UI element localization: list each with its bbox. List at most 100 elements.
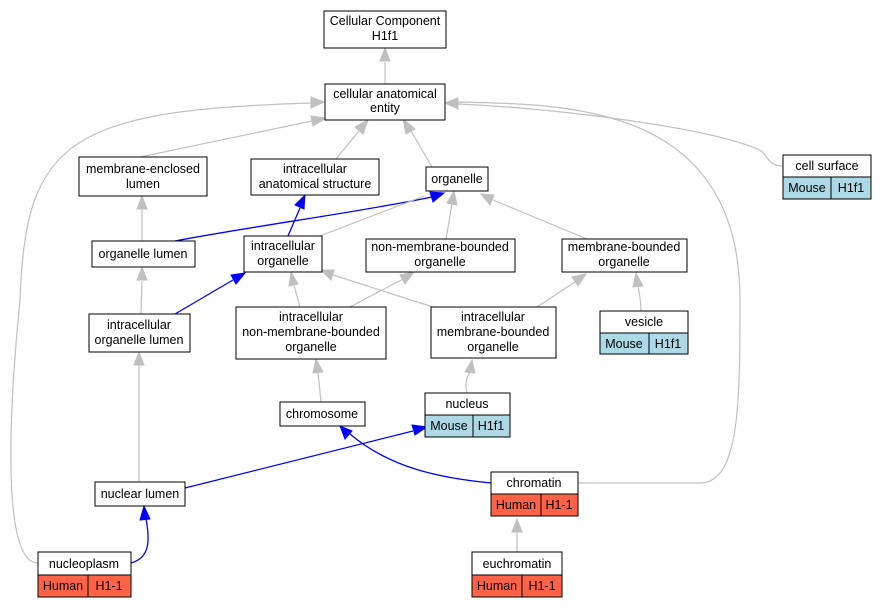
arrowhead (354, 118, 369, 135)
edge-iol-to-ol (140, 280, 143, 315)
node-label: organelle lumen (99, 247, 188, 261)
gene-tag (830, 176, 872, 200)
arrowhead (230, 272, 247, 285)
node-label: organelle (257, 254, 308, 268)
node-label: intracellular (279, 310, 343, 324)
node-cell-surface[interactable]: cell surface Mouse H1f1 (782, 154, 872, 200)
node-nuclear-lumen[interactable]: nuclear lumen (94, 481, 186, 507)
arrowhead (133, 350, 145, 366)
gene-tag (87, 574, 132, 598)
node-label: organelle lumen (95, 333, 184, 347)
arrowhead (464, 358, 476, 374)
node-intracellular-non-membrane-bounded-organelle[interactable]: intracellular non-membrane-bounded organ… (235, 306, 387, 360)
tag-label: Human (477, 579, 517, 593)
arrowhead (411, 424, 429, 436)
node-label: non-membrane-bounded (242, 325, 380, 339)
edge-chromatin-to-cae (457, 101, 741, 484)
arrowhead (288, 270, 299, 287)
nodes: Cellular Component H1f1 cellular anatomi… (37, 10, 872, 598)
edge-nl-to-nucleus (184, 430, 414, 489)
node-root[interactable]: Cellular Component H1f1 (323, 10, 447, 49)
node-non-membrane-bounded-organelle[interactable]: non-membrane-bounded organelle (365, 238, 516, 273)
node-cellular-anatomical-entity[interactable]: cellular anatomical entity (324, 83, 446, 121)
edge-mel-to-cae (139, 120, 313, 158)
node-label: intracellular (461, 310, 525, 324)
arrowhead (632, 271, 644, 288)
edge-organelle-to-cae (410, 130, 433, 168)
node-label: euchromatin (483, 557, 552, 571)
node-label: membrane-enclosed (86, 162, 200, 176)
edge-mbo-to-organelle (492, 199, 588, 240)
edge-iol-to-io (174, 279, 234, 315)
node-organelle-lumen[interactable]: organelle lumen (91, 240, 196, 268)
node-euchromatin[interactable]: euchromatin Human H1-1 (471, 551, 563, 598)
node-membrane-enclosed-lumen[interactable]: membrane-enclosed lumen (78, 156, 208, 197)
edge-nucleoplasm-to-cae (10, 102, 313, 564)
node-label: Cellular Component (330, 14, 441, 28)
node-intracellular-anatomical-structure[interactable]: intracellular anatomical structure (250, 158, 380, 196)
node-label: organelle (598, 255, 649, 269)
node-nucleoplasm[interactable]: nucleoplasm Human H1-1 (37, 551, 132, 598)
tag-label: Mouse (430, 419, 468, 433)
node-label: lumen (126, 177, 160, 191)
tag-label: Mouse (605, 337, 643, 351)
node-label: organelle (431, 172, 482, 186)
edge-nucleus-to-imbo (465, 371, 471, 394)
tag-label: Mouse (788, 181, 826, 195)
edge-nmbo-to-organelle (445, 203, 453, 240)
edge-chromosome-to-inmbo (317, 371, 322, 403)
edge-inmbo-to-io (293, 284, 301, 308)
node-label: organelle (414, 255, 465, 269)
arrowhead (446, 189, 458, 206)
tag-label: H1-1 (528, 579, 555, 593)
edge-imbo-to-mbo (536, 281, 576, 308)
edge-nucleoplasm-to-nl (130, 518, 149, 564)
node-nucleus[interactable]: nucleus Mouse H1f1 (424, 392, 511, 438)
node-label: intracellular (251, 239, 315, 253)
arrowhead (443, 97, 459, 110)
edge-ol-to-organelle (174, 196, 433, 242)
arrowhead (294, 193, 306, 210)
node-label: membrane-bounded (568, 240, 681, 254)
node-chromosome[interactable]: chromosome (279, 401, 366, 427)
arrowhead (339, 425, 353, 440)
tag-label: Human (496, 498, 536, 512)
node-membrane-bounded-organelle[interactable]: membrane-bounded organelle (561, 238, 688, 273)
node-label: cell surface (795, 159, 858, 173)
edge-cellsurface-to-cae (457, 103, 784, 167)
node-label: nuclear lumen (101, 487, 180, 501)
arrowhead (310, 115, 328, 127)
arrowhead (479, 193, 495, 206)
node-intracellular-membrane-bounded-organelle[interactable]: intracellular membrane-bounded organelle (430, 306, 557, 359)
node-label: intracellular (107, 318, 171, 332)
node-label: organelle (467, 340, 518, 354)
gene-tag (648, 332, 689, 355)
gene-tag (540, 493, 579, 517)
edge-io-to-ias (287, 207, 301, 237)
node-label: nucleus (445, 397, 488, 411)
edge-vesicle-to-mbo (637, 285, 642, 312)
node-label: membrane-bounded (437, 325, 550, 339)
arrowhead (136, 265, 148, 281)
edge-imbo-to-io (332, 274, 434, 308)
node-label: cellular anatomical (333, 87, 437, 101)
edge-inmbo-to-nmbo (349, 278, 404, 308)
node-label: anatomical structure (259, 177, 372, 191)
node-intracellular-organelle[interactable]: intracellular organelle (243, 235, 323, 273)
node-label: chromosome (286, 407, 358, 421)
node-vesicle[interactable]: vesicle Mouse H1f1 (599, 310, 689, 355)
node-organelle[interactable]: organelle (425, 166, 489, 192)
arrowhead (310, 96, 326, 109)
gene-tag (472, 414, 511, 438)
node-chromatin[interactable]: chromatin Human H1-1 (490, 471, 579, 517)
arrowhead (402, 117, 416, 135)
tag-label: H1-1 (545, 498, 572, 512)
tag-label: H1f1 (478, 419, 504, 433)
node-label: organelle (285, 340, 336, 354)
arrowhead (399, 271, 416, 285)
node-intracellular-organelle-lumen[interactable]: intracellular organelle lumen (88, 313, 191, 353)
node-label: nucleoplasm (49, 557, 119, 571)
tag-label: H1f1 (655, 337, 681, 351)
